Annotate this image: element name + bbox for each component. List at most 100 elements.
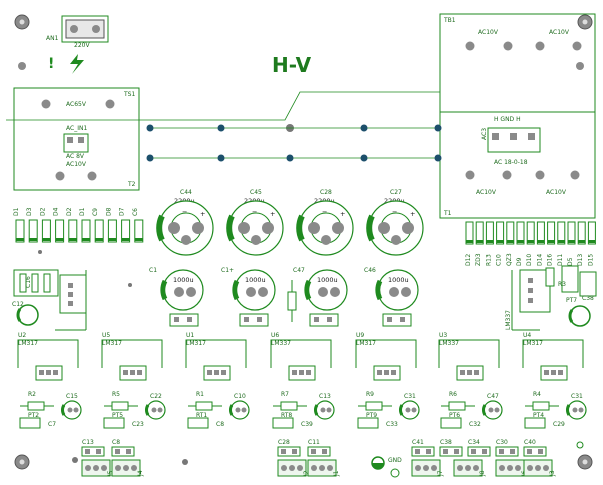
svg-text:R2: R2 — [28, 391, 36, 398]
ac-inlet-connector: AN1 220V ! — [46, 15, 109, 74]
cap-connector — [169, 313, 199, 327]
svg-text:T1: T1 — [443, 210, 452, 217]
diode-d1: D1 — [13, 207, 25, 243]
cap-c41: C41 — [411, 439, 435, 457]
mid-cap-connectors — [169, 313, 412, 327]
svg-text:PT4: PT4 — [533, 412, 544, 419]
svg-text:C28: C28 — [278, 439, 290, 446]
regulator-ref: U9 — [356, 332, 364, 339]
gnd-marker: GND — [371, 456, 402, 478]
cap-c34: C34 — [467, 439, 491, 457]
cap-c8: C8 — [111, 439, 135, 457]
svg-text:C34: C34 — [468, 439, 480, 446]
svg-text:R7: R7 — [281, 391, 289, 398]
svg-text:H GND H: H GND H — [494, 116, 521, 123]
regulator-ref: U1 — [186, 332, 194, 339]
svg-text:C40: C40 — [524, 439, 536, 446]
ac-inlet-voltage: 220V — [74, 42, 90, 49]
diode-label: D14 — [536, 254, 543, 266]
svg-text:C11: C11 — [308, 439, 320, 446]
connector-j8: J8 — [453, 459, 486, 477]
svg-text:AC 18-0-18: AC 18-0-18 — [494, 159, 528, 166]
diode-qz3: QZ3 — [506, 221, 515, 266]
diode-label: D2 — [39, 207, 46, 216]
diode-r13: R13 — [485, 221, 494, 266]
svg-text:C16: C16 — [25, 276, 32, 288]
svg-text:C10: C10 — [234, 393, 246, 400]
diode-label: D10 — [526, 254, 533, 266]
svg-text:PT2: PT2 — [28, 412, 39, 419]
cap-c13: C13 — [81, 439, 105, 457]
connector-j1: J1 — [307, 459, 340, 477]
capacitor-c45: C452200u−+ — [226, 189, 284, 256]
svg-text:−: − — [252, 208, 257, 216]
diode-d8: D8 — [105, 207, 117, 243]
svg-text:C32: C32 — [469, 421, 481, 428]
diode-label: D12 — [465, 254, 472, 266]
svg-text:J7: J7 — [437, 470, 444, 477]
capacitor-ref: C28 — [320, 189, 332, 196]
high-voltage-icon — [70, 54, 84, 74]
svg-text:+: + — [270, 210, 275, 218]
diode-label: C10 — [496, 254, 503, 266]
regulator-ref: U5 — [102, 332, 110, 339]
right-side-parts: LM337 R3 PT7 C38 — [505, 265, 597, 331]
svg-text:PT9: PT9 — [366, 412, 377, 419]
svg-text:C33: C33 — [386, 421, 398, 428]
svg-text:TB1: TB1 — [443, 17, 456, 24]
hv-isolation-line — [6, 91, 440, 121]
svg-text:R9: R9 — [366, 391, 374, 398]
svg-text:C15: C15 — [66, 393, 78, 400]
svg-text:AC10V: AC10V — [549, 29, 570, 36]
svg-text:J1: J1 — [333, 470, 340, 477]
regulator-row: U2LM317R2PT2C7C15U5LM317R5PT5C23C22U1LM3… — [17, 332, 587, 429]
connector-j4: J4 — [111, 459, 144, 477]
regulator-part: LM317 — [356, 340, 376, 347]
svg-text:C13: C13 — [82, 439, 94, 446]
regulator-part: LM337 — [271, 340, 291, 347]
diode-label: D7 — [119, 207, 126, 216]
svg-text:C13: C13 — [319, 393, 331, 400]
diode-c9: C9 — [92, 208, 104, 243]
diode-label: D5 — [567, 257, 574, 266]
diode-d2: D2 — [39, 207, 51, 243]
svg-text:LM337: LM337 — [505, 310, 512, 330]
diode-label: D13 — [577, 254, 584, 266]
svg-text:C8: C8 — [216, 421, 224, 428]
diode-label: D16 — [547, 254, 554, 266]
svg-text:AC10V: AC10V — [476, 189, 497, 196]
cap-c11: C11 — [307, 439, 331, 457]
diode-c10: C10 — [496, 221, 505, 266]
svg-text:AC65V: AC65V — [66, 101, 87, 108]
diode-d7: D7 — [119, 207, 131, 243]
svg-text:C41: C41 — [412, 439, 424, 446]
regulator-ref: U2 — [18, 332, 26, 339]
diode-d11: D11 — [557, 221, 566, 266]
svg-text:T2: T2 — [127, 181, 136, 188]
regulator-part: LM337 — [439, 340, 459, 347]
capacitor-value: 1000u — [317, 276, 338, 284]
diode-label: R13 — [485, 254, 492, 266]
cap-connector — [382, 313, 412, 327]
cap-c28: C28 — [277, 439, 301, 457]
svg-text:AC10V: AC10V — [66, 161, 87, 168]
capacitor-ref: C45 — [250, 189, 262, 196]
svg-text:RT1: RT1 — [196, 412, 207, 419]
bottom-connector-row: C13C8C28C11C41C38C34C30C40J5J4J2J1J7J8J6… — [81, 439, 556, 477]
svg-text:C31: C31 — [571, 393, 583, 400]
svg-text:+: + — [410, 210, 415, 218]
svg-text:AC3: AC3 — [481, 128, 488, 140]
svg-text:TS1: TS1 — [123, 91, 135, 98]
